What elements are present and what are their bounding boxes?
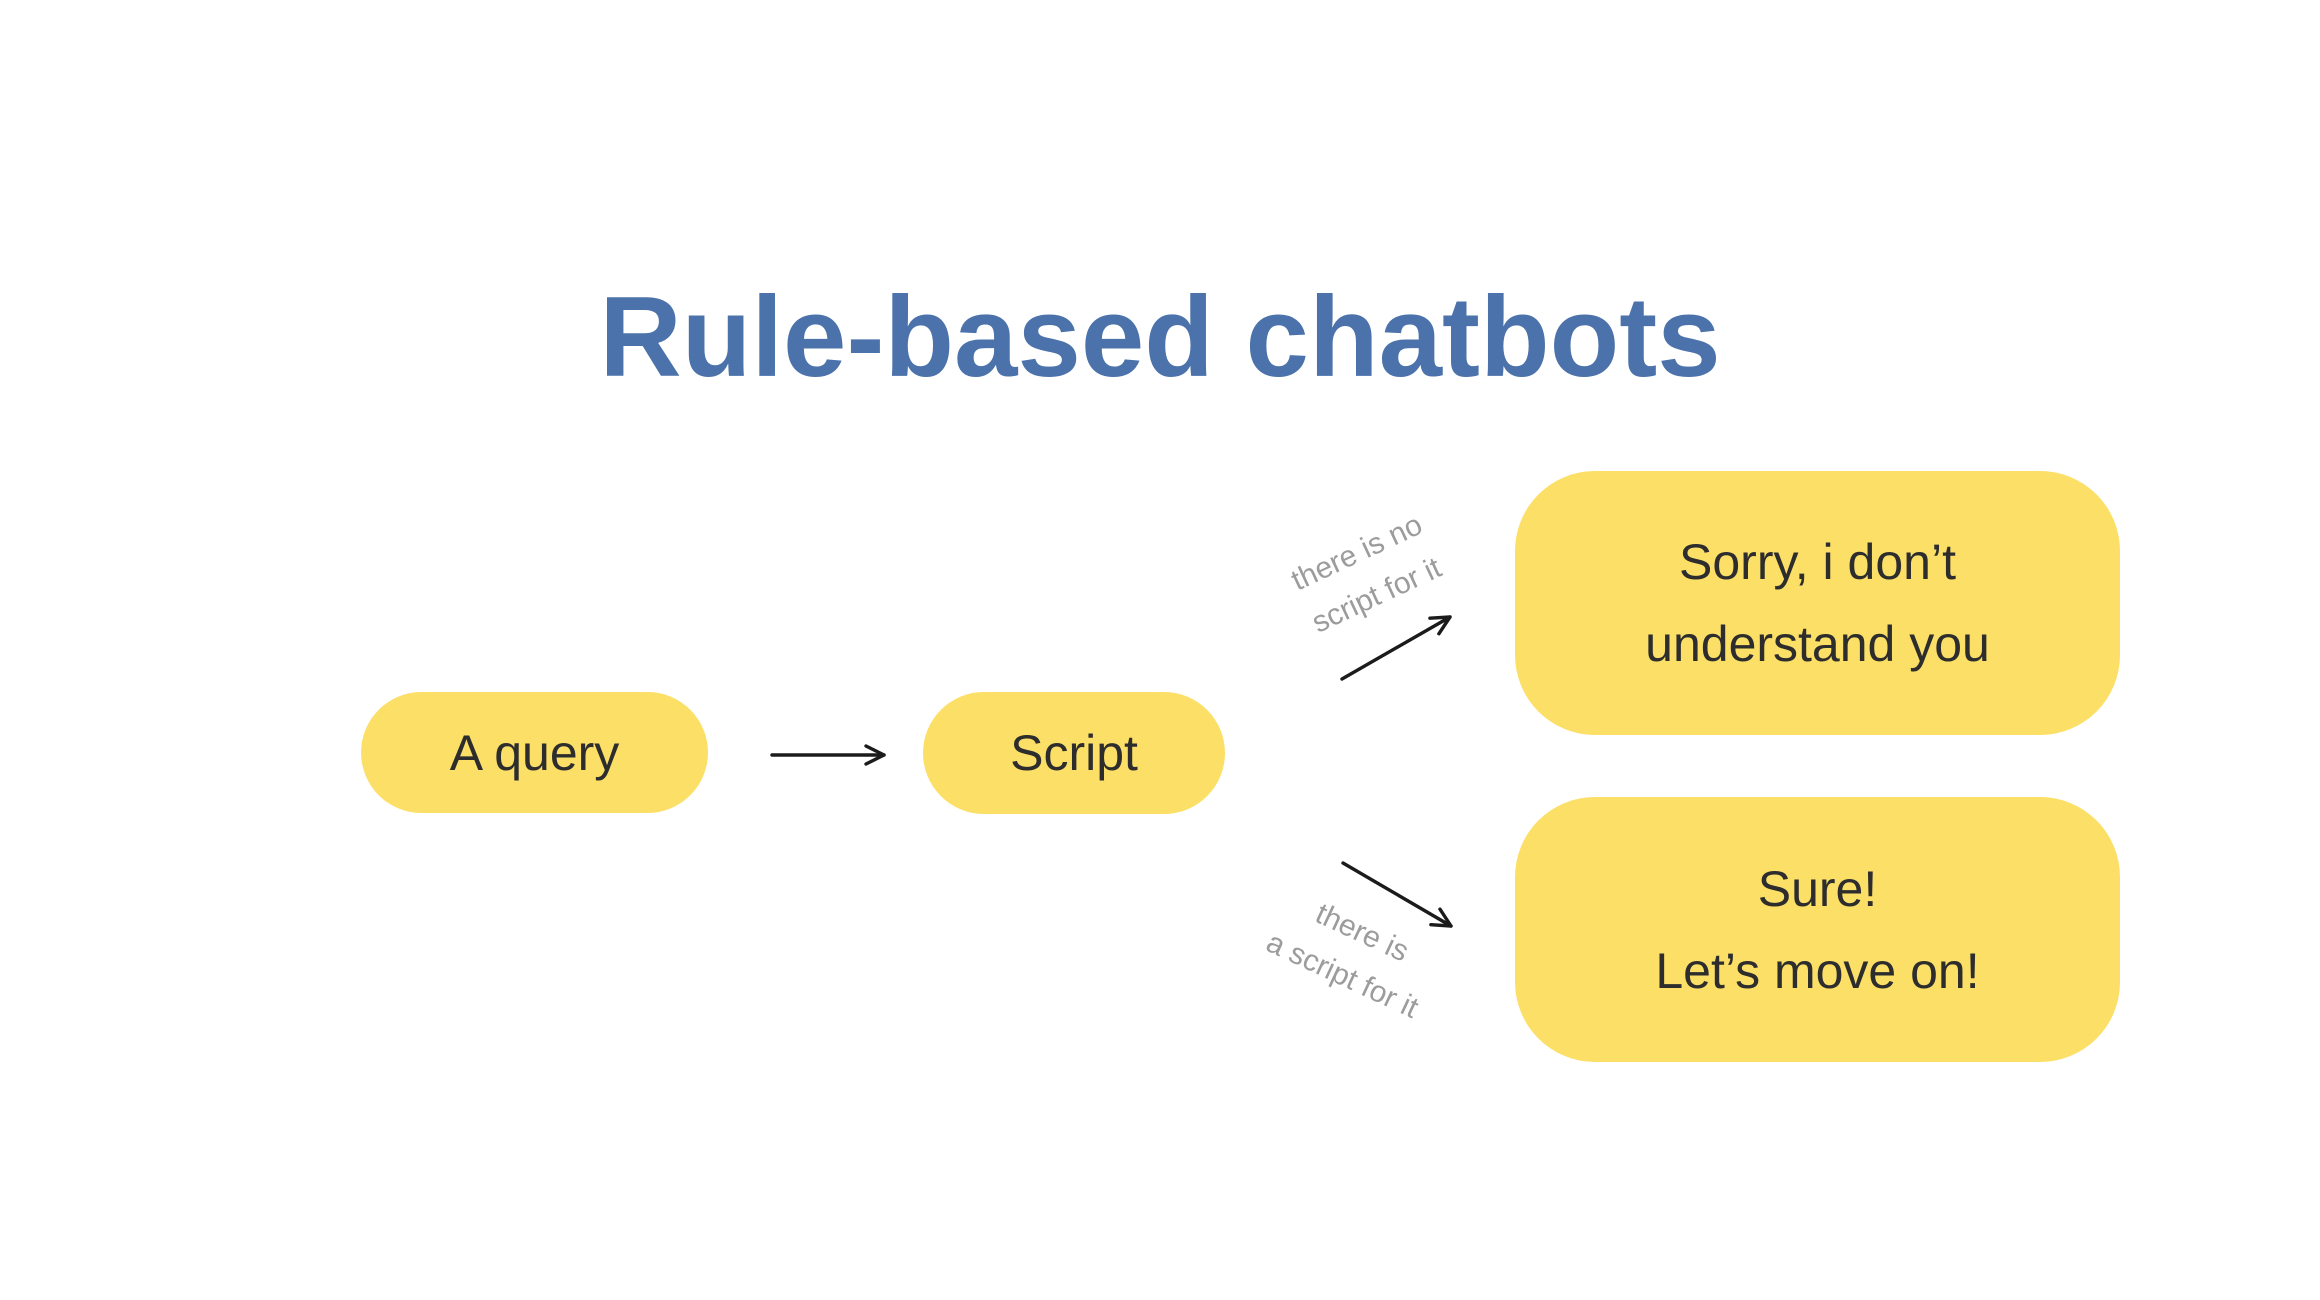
no-script-result-node: Sorry, i don’t understand you [1515, 471, 2120, 735]
query-node-label: A query [449, 724, 620, 781]
query-node: A query [361, 692, 708, 813]
no-script-edge-label: there is no script for it [1193, 461, 1540, 689]
has-script-result-line1: Sure! [1757, 860, 1878, 917]
script-node: Script [923, 692, 1225, 814]
has-script-edge-label: there is a script for it [1178, 841, 1525, 1069]
has-script-result-node: Sure! Let’s move on! [1515, 797, 2120, 1062]
no-script-result-line1: Sorry, i don’t [1679, 534, 1956, 590]
page-title: Rule-based chatbots [599, 274, 1721, 402]
script-node-label: Script [1010, 725, 1138, 781]
has-script-result-line2: Let’s move on! [1655, 942, 1980, 999]
no-script-result-line2: understand you [1645, 616, 1990, 672]
